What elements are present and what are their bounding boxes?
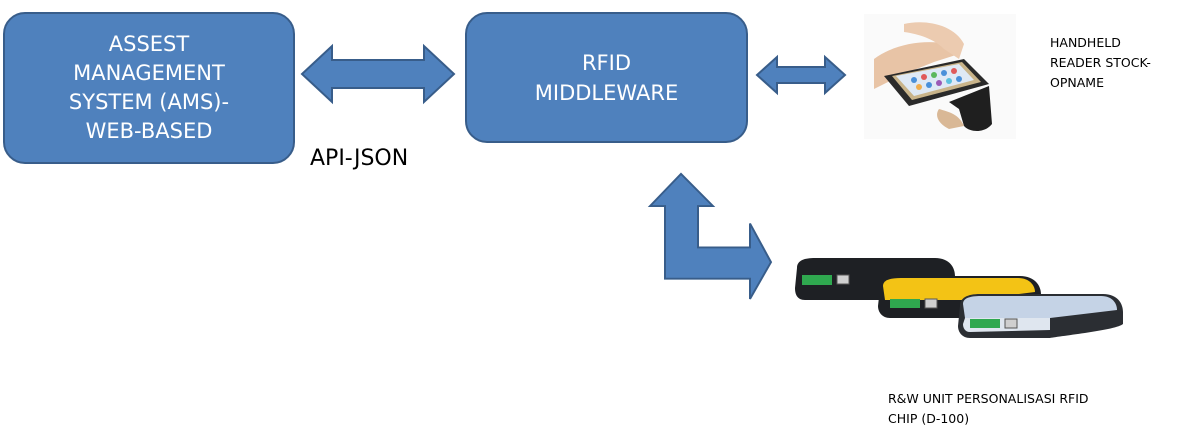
handheld-caption-line-1: HANDHELD [1050,35,1121,50]
ams-node: ASSEST MANAGEMENT SYSTEM (AMS)- WEB-BASE… [3,12,295,164]
ams-line-4: WEB-BASED [85,119,213,143]
ams-line-2: MANAGEMENT [73,61,225,85]
middleware-handheld-double-arrow [755,54,847,96]
rw-caption-line-1: R&W UNIT PERSONALISASI RFID [888,391,1089,406]
rfid-middleware-node: RFID MIDDLEWARE [465,12,748,143]
rw-caption-line-2: CHIP (D-100) [888,411,970,426]
middleware-line-1: RFID [581,50,632,75]
handheld-caption-line-2: READER STOCK- [1050,55,1151,70]
handheld-caption-line-3: OPNAME [1050,75,1104,90]
ams-middleware-double-arrow [300,43,456,105]
middleware-line-2: MIDDLEWARE [534,80,679,105]
ams-line-1: ASSEST [108,32,190,56]
middleware-rw-elbow-arrow [647,172,773,300]
rw-unit-readers-image [795,258,1123,338]
handheld-reader-caption: HANDHELD READER STOCK- OPNAME [1050,33,1151,93]
rw-unit-caption: R&W UNIT PERSONALISASI RFID CHIP (D-100) [888,389,1089,429]
ams-line-3: SYSTEM (AMS)- [68,90,230,114]
handheld-reader-image [864,14,1016,139]
api-json-label: API-JSON [310,146,409,171]
